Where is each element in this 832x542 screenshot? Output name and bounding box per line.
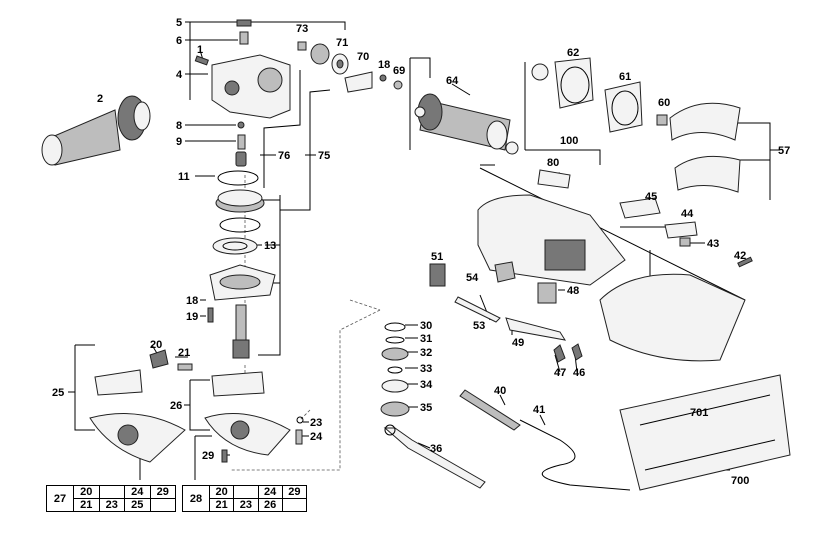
kit-table-28: 28 20 24 29 21 23 26 (182, 485, 308, 512)
label-45: 45 (645, 191, 657, 203)
label-18b: 18 (186, 295, 198, 307)
label-20: 20 (150, 339, 162, 351)
label-64: 64 (446, 75, 459, 87)
label-19: 19 (186, 311, 198, 323)
label-69: 69 (393, 65, 405, 77)
kit-28-cell (281, 498, 308, 512)
kit-27-cell (98, 485, 125, 499)
kit-28-cell: 23 (233, 498, 259, 512)
label-76: 76 (278, 150, 290, 162)
kit-id-27: 27 (46, 485, 74, 512)
label-71: 71 (336, 37, 348, 49)
label-100: 100 (560, 135, 578, 147)
label-31: 31 (420, 333, 432, 345)
kit-28-cell: 24 (257, 485, 283, 499)
kit-27-cell: 25 (124, 498, 151, 512)
label-54: 54 (466, 272, 479, 284)
kit-27-cell: 29 (149, 485, 176, 499)
label-60: 60 (658, 97, 670, 109)
label-57: 57 (778, 145, 790, 157)
part-shapes (41, 19, 791, 491)
label-25: 25 (52, 387, 64, 399)
label-2: 2 (97, 93, 103, 105)
label-13: 13 (264, 240, 276, 252)
label-49: 49 (512, 337, 524, 349)
label-33: 33 (420, 363, 432, 375)
label-75: 75 (318, 150, 330, 162)
kit-28-cell: 20 (208, 485, 235, 499)
kit-28-cell: 21 (208, 498, 235, 512)
label-40: 40 (494, 385, 506, 397)
label-36: 36 (430, 443, 442, 455)
kit-27-cell (149, 498, 176, 512)
label-53: 53 (473, 320, 485, 332)
label-44: 44 (681, 208, 694, 220)
label-700: 700 (731, 475, 749, 487)
label-30: 30 (420, 320, 432, 332)
label-46: 46 (573, 367, 585, 379)
kit-27-cell: 23 (98, 498, 125, 512)
label-9: 9 (176, 136, 182, 148)
label-5: 5 (176, 17, 182, 29)
label-18a: 18 (378, 59, 390, 71)
kit-27-cell: 24 (124, 485, 151, 499)
part-labels: 5 6 1 4 73 71 70 18 69 64 62 61 60 57 2 … (52, 17, 790, 487)
label-70: 70 (357, 51, 369, 63)
kit-id-28: 28 (182, 485, 210, 512)
label-6: 6 (176, 35, 182, 47)
kit-28-cell: 29 (281, 485, 308, 499)
label-61: 61 (619, 71, 631, 83)
kit-table-27: 27 20 24 29 21 23 25 (46, 485, 176, 512)
kit-27-cell: 21 (73, 498, 100, 512)
label-24: 24 (310, 431, 323, 443)
label-26: 26 (170, 400, 182, 412)
label-62: 62 (567, 47, 579, 59)
label-43: 43 (707, 238, 719, 250)
label-34: 34 (420, 379, 433, 391)
label-11: 11 (178, 171, 190, 183)
label-4: 4 (176, 69, 183, 81)
kit-28-cell: 26 (257, 498, 283, 512)
label-1: 1 (197, 44, 203, 56)
label-73: 73 (296, 23, 308, 35)
label-47: 47 (554, 367, 566, 379)
label-80: 80 (547, 157, 559, 169)
label-48: 48 (567, 285, 579, 297)
label-35: 35 (420, 402, 432, 414)
kit-28-cell (233, 485, 259, 499)
label-51: 51 (431, 251, 443, 263)
label-29: 29 (202, 450, 214, 462)
label-8: 8 (176, 120, 182, 132)
label-701: 701 (690, 407, 708, 419)
label-41: 41 (533, 404, 545, 416)
label-21: 21 (178, 347, 190, 359)
side-handle-part (41, 95, 151, 166)
kit-27-cell: 20 (73, 485, 100, 499)
label-42: 42 (734, 250, 746, 262)
label-23: 23 (310, 417, 322, 429)
label-32: 32 (420, 347, 432, 359)
